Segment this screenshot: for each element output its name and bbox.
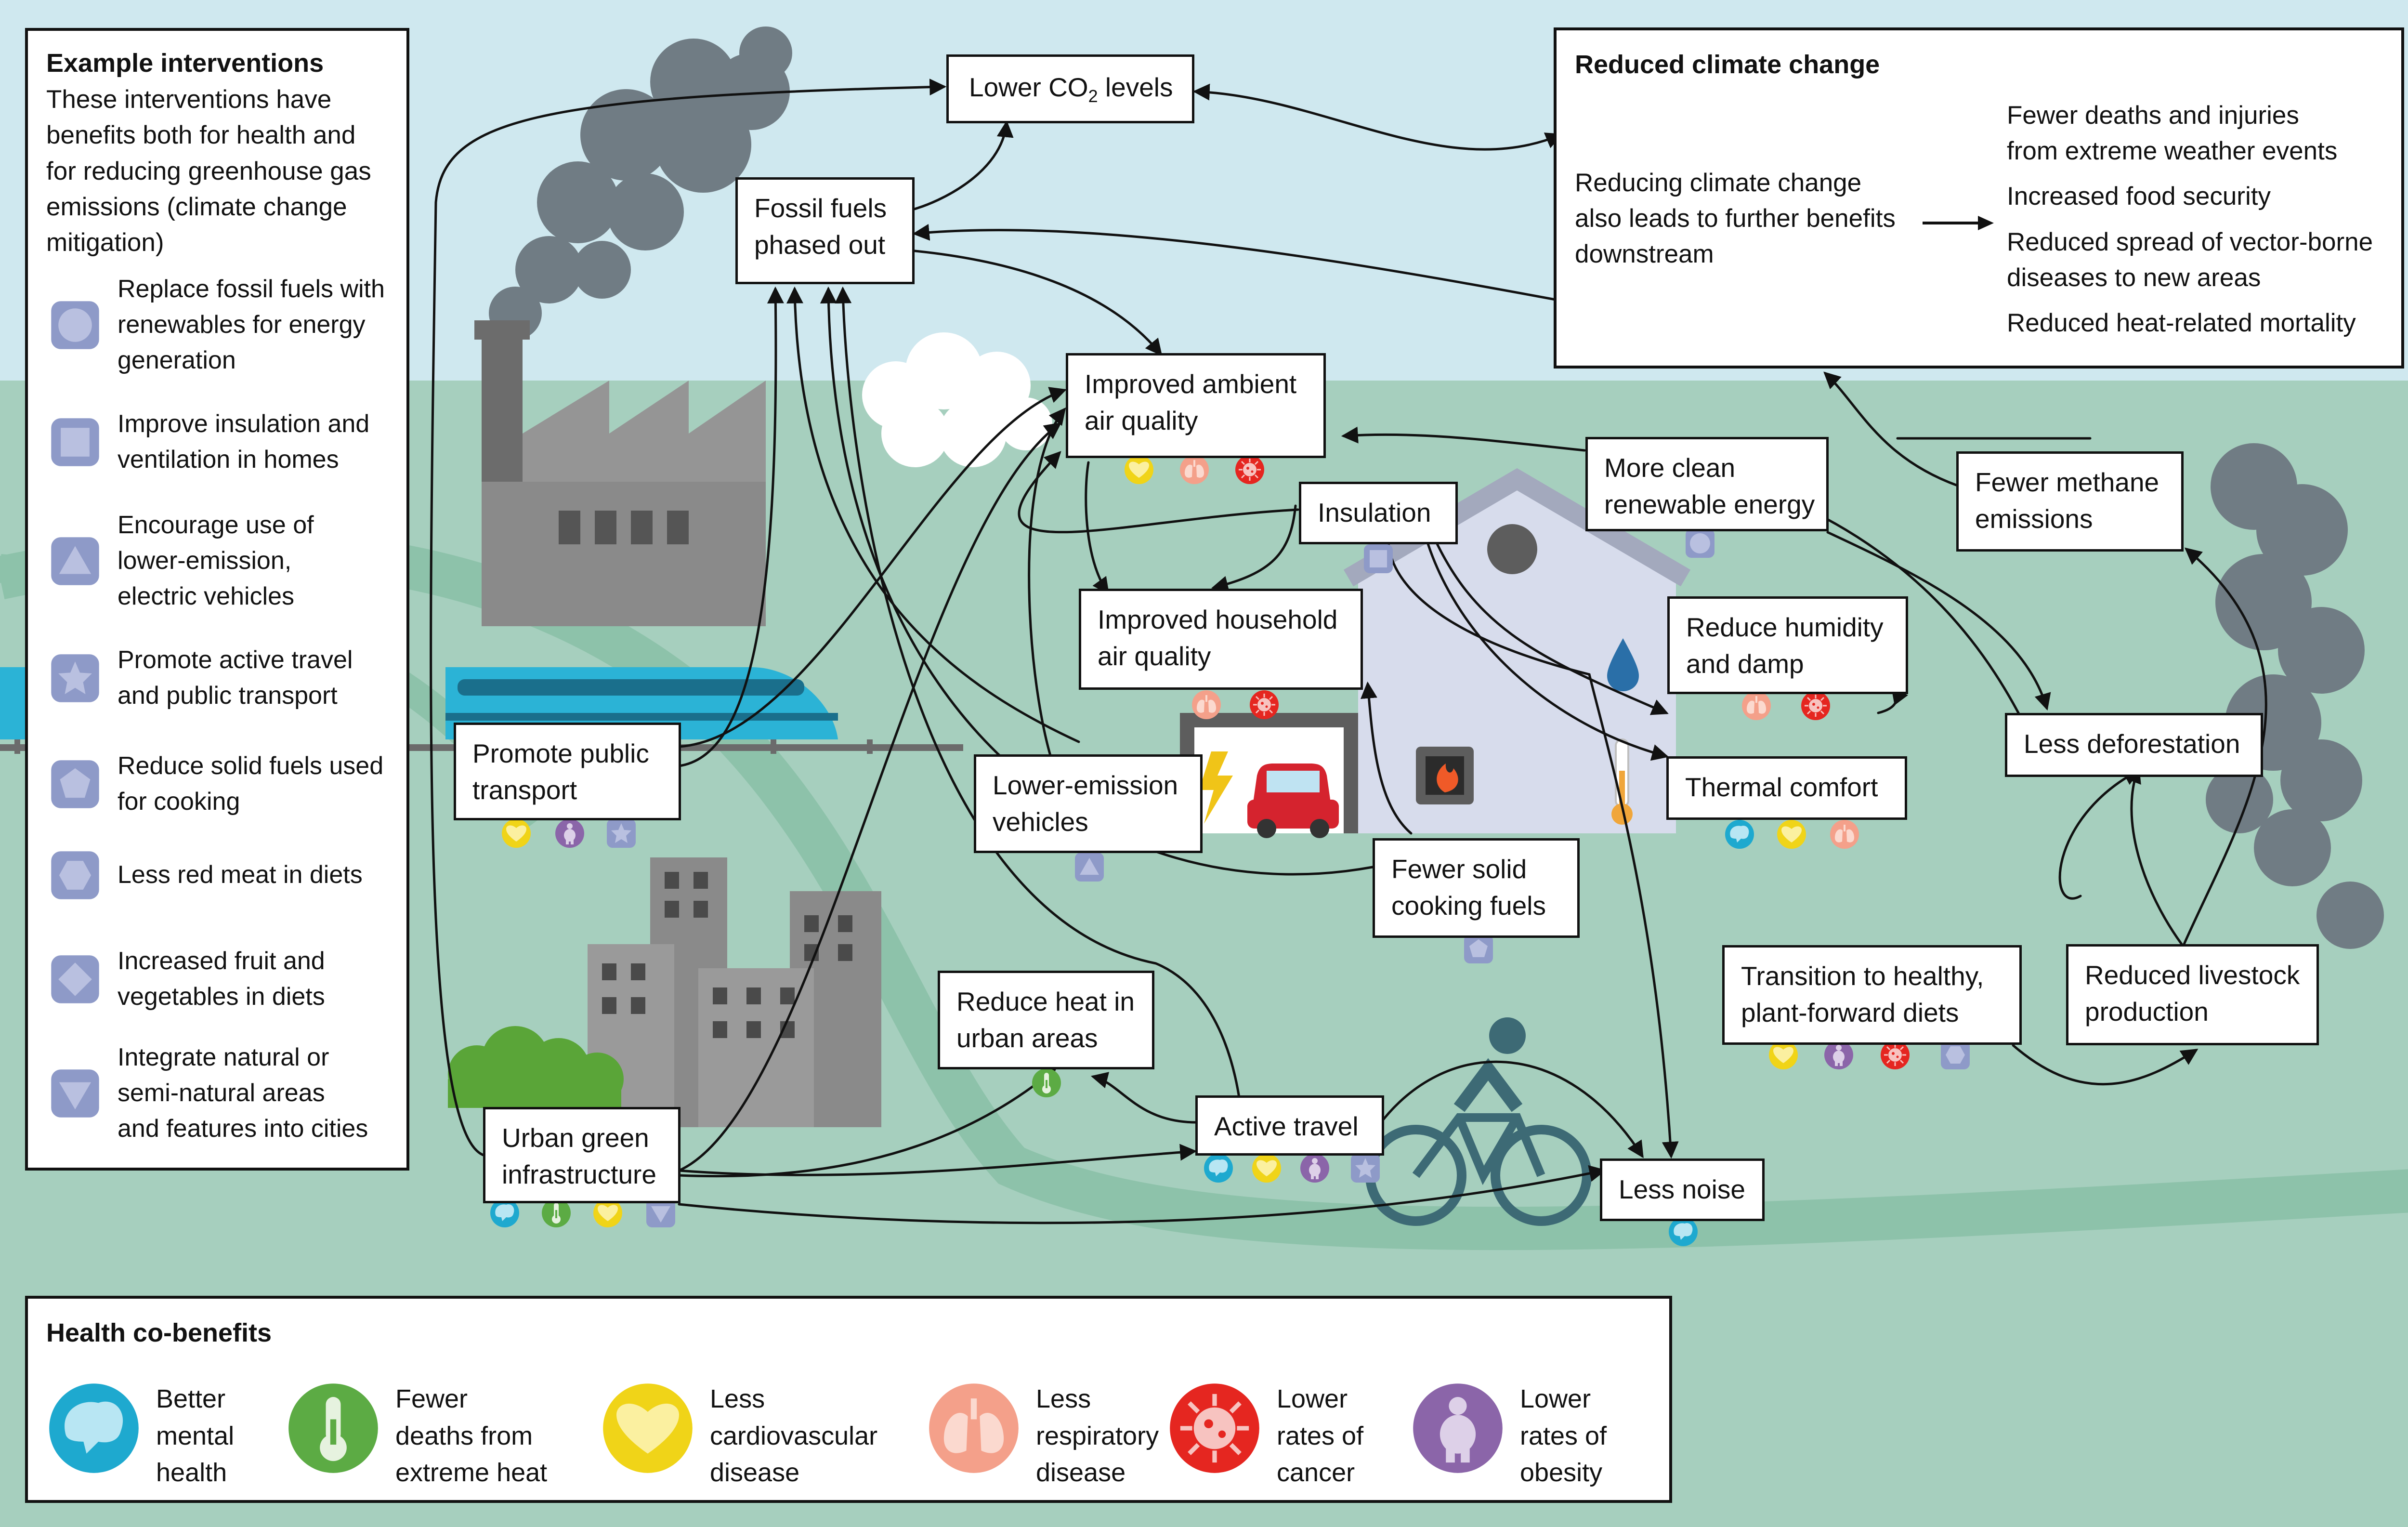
cancer-cell-icon [1800,690,1831,721]
cancer-cell-icon [1249,689,1280,720]
thermometer-icon [288,1383,378,1473]
node-ambient-air: Improved ambient air quality [1066,353,1326,458]
thermometer-icon [1032,1068,1061,1097]
pentagon-icon [1464,935,1493,963]
hexagon-icon [51,851,99,899]
cancer-cell-icon [1234,454,1265,485]
star-icon [51,654,99,702]
star-icon [607,819,636,848]
interventions-intro: These interventions have benefits both f… [46,85,371,257]
hexagon-icon [1941,1040,1970,1069]
brain-icon [1725,820,1754,849]
square-icon [51,418,99,466]
brain-icon [1669,1217,1698,1246]
diamond-icon [51,955,99,1003]
heart-icon [502,819,531,848]
climate-benefits: Fewer deaths and injuries from extreme w… [2007,101,2373,337]
person-icon [1300,1154,1329,1183]
heart-icon [1769,1040,1798,1069]
intervention-item: Less red meat in diets [47,847,413,903]
pentagon-icon [51,760,99,808]
node-less-noise: Less noise [1600,1158,1765,1221]
node-insulation: Insulation [1299,482,1458,544]
node-livestock: Reduced livestock production [2066,944,2319,1045]
node-fossil-fuels: Fossil fuels phased out [735,177,915,284]
node-active-travel: Active travel [1195,1095,1384,1156]
trees [448,1026,624,1108]
heart-icon [1125,455,1153,484]
lungs-icon [1192,690,1221,719]
square-icon [1364,544,1393,573]
node-humidity: Reduce humidity and damp [1667,596,1908,694]
heart-icon [1777,820,1806,849]
circle-icon [51,301,99,349]
triangle-icon [51,537,99,585]
node-solid-fuels: Fewer solid cooking fuels [1373,838,1580,938]
climate-lead: Reducing climate change also leads to fu… [1575,169,1896,269]
arrow-right-icon [1923,216,1994,230]
heart-icon [603,1383,693,1473]
star-icon [1351,1154,1380,1183]
lungs-icon [1742,691,1771,720]
node-green-infra: Urban green infrastructure [483,1107,681,1203]
person-icon [1824,1040,1853,1069]
brain-icon [49,1383,139,1473]
node-deforestation: Less deforestation [2005,713,2263,777]
node-lower-co2: Lower CO2 levels [946,54,1194,123]
node-methane: Fewer methane emissions [1956,451,2184,552]
heart-icon [1252,1154,1281,1183]
node-public-transport: Promote public transport [454,723,681,820]
node-plant-diets: Transition to healthy, plant-forward die… [1722,945,2022,1045]
node-urban-heat: Reduce heat in urban areas [938,971,1154,1069]
triangle-icon [1075,853,1104,882]
cancer-cell-icon [1167,1381,1262,1476]
connector-arrows [430,79,2267,1224]
climate-title: Reduced climate change [1575,50,1880,79]
circle-icon [1686,529,1714,558]
interventions-title: Example interventions [46,49,324,78]
lungs-icon [1830,820,1859,849]
node-lower-emission: Lower-emission vehicles [974,754,1203,853]
node-thermal: Thermal comfort [1666,756,1907,820]
node-household-air: Improved household air quality [1079,589,1363,690]
cancer-cell-icon [1880,1040,1911,1070]
brain-icon [1204,1154,1233,1183]
lungs-icon [1180,455,1209,484]
lungs-icon [929,1383,1019,1473]
person-icon [555,819,584,848]
factory [474,320,766,626]
white-cloud [862,332,1052,467]
down-triangle-icon [51,1069,99,1118]
node-clean-energy: More clean renewable energy [1585,437,1829,531]
climate-panel: Reduced climate change Reducing climate … [1554,27,2404,369]
interventions-panel: Example interventions These intervention… [25,28,409,1171]
health-title: Health co-benefits [46,1318,272,1347]
person-icon [1413,1383,1503,1473]
city-buildings [588,857,881,1127]
